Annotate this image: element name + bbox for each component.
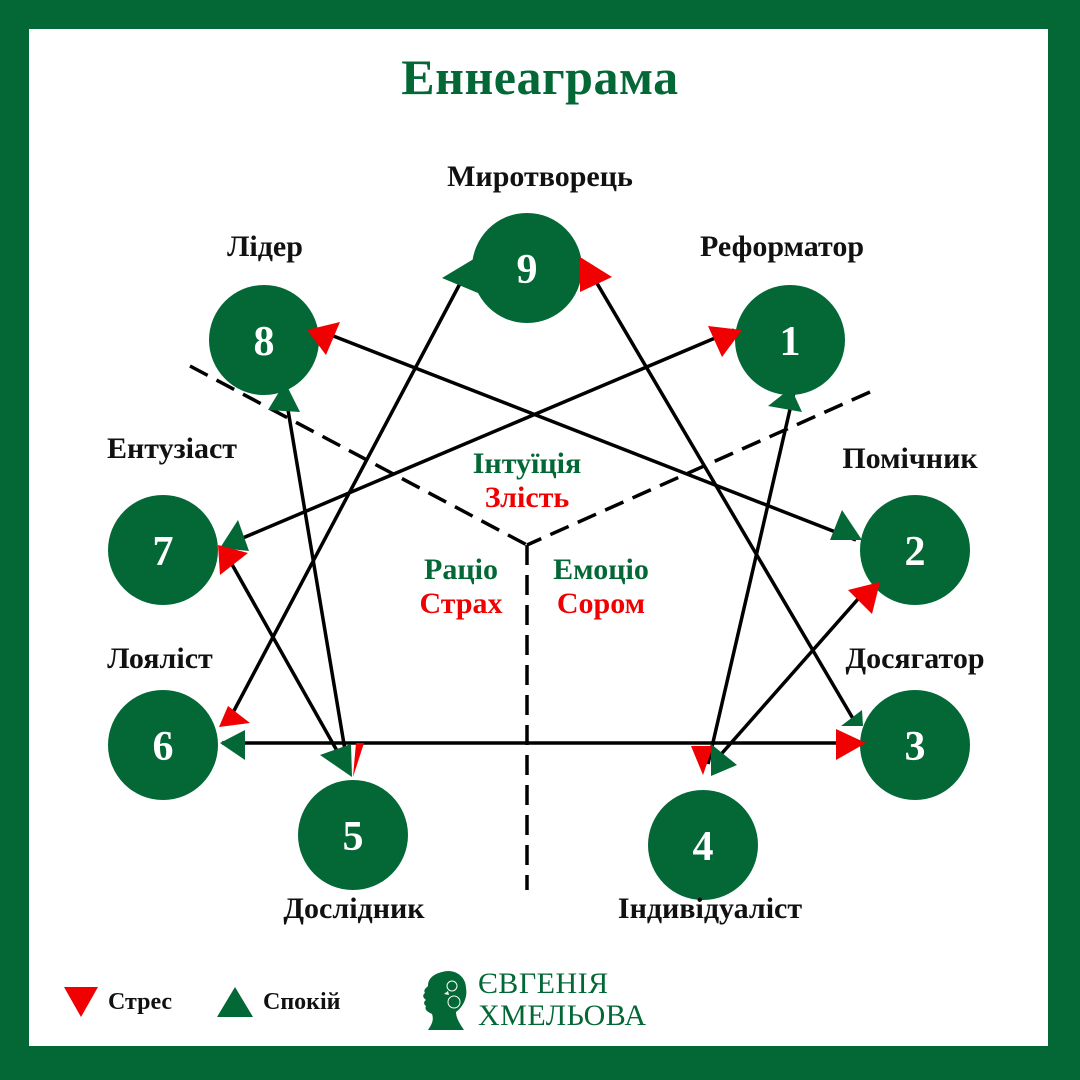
label-type-9: Миротворець: [447, 160, 633, 193]
logo-line-2: ХМЕЛЬОВА: [478, 999, 647, 1032]
circle-1: [735, 285, 845, 395]
circle-9: [472, 213, 582, 323]
stress-arrow-2-8: [307, 322, 340, 355]
divider-left: [189, 364, 528, 547]
stress-arrow-8-5: [353, 743, 364, 777]
type-numbers: 9 8 1 7 2 6 3 5 4: [153, 247, 926, 870]
center-right-emotion: Сором: [556, 587, 646, 620]
stress-arrow-4-2: [848, 582, 880, 614]
woman-profile-icon: [423, 970, 467, 1030]
calm-arrow-2-4: [711, 744, 737, 776]
calm-arrow-7-5: [320, 744, 352, 777]
line-7-1: [237, 328, 735, 542]
logo-line-1: ЄВГЕНІЯ: [478, 967, 609, 1000]
calm-arrow-4-1: [768, 388, 802, 412]
circle-3: [860, 690, 970, 800]
center-dividers: [189, 364, 871, 890]
center-top-name: Інтуїція: [472, 447, 582, 480]
logo-text: ЄВГЕНІЯ ХМЕЛЬОВА: [478, 968, 647, 1032]
number-2: 2: [905, 529, 926, 575]
calm-arrow-9-3: [841, 710, 863, 726]
center-left-name: Раціо: [424, 553, 498, 586]
legend-stress: Стрес: [62, 985, 172, 1019]
author-logo: ЄВГЕНІЯ ХМЕЛЬОВА: [420, 968, 647, 1032]
label-type-1: Реформатор: [699, 230, 865, 263]
center-left-emotion: Страх: [419, 587, 503, 620]
stress-arrow-6-3: [836, 729, 866, 760]
number-4: 4: [693, 824, 714, 870]
circle-4: [648, 790, 758, 900]
line-4-2: [714, 588, 868, 762]
stress-arrow-5-7: [218, 545, 248, 575]
stress-arrow-9-6: [219, 706, 250, 727]
calm-arrow-5-8: [268, 382, 300, 412]
number-7: 7: [153, 529, 174, 575]
line-8-5: [283, 391, 350, 769]
number-8: 8: [254, 319, 275, 365]
number-9: 9: [517, 247, 538, 293]
label-type-3: Досягатор: [845, 642, 985, 675]
center-top-emotion: Злість: [484, 481, 570, 514]
connection-lines: [222, 267, 868, 769]
legend-stress-label: Стрес: [108, 988, 173, 1015]
number-5: 5: [343, 814, 364, 860]
circle-5: [298, 780, 408, 890]
number-6: 6: [153, 724, 174, 770]
line-5-7: [223, 551, 347, 766]
circle-7: [108, 495, 218, 605]
line-1-4: [706, 391, 796, 765]
arrowheads: [218, 257, 880, 777]
page-title: Еннеаграма: [401, 49, 679, 105]
line-9-6: [226, 275, 466, 723]
calm-arrow-3-6: [220, 730, 245, 760]
circle-6: [108, 690, 218, 800]
legend-calm-label: Спокій: [263, 988, 341, 1015]
green-up-triangle-icon: [217, 987, 253, 1017]
line-2-8: [317, 328, 857, 542]
label-type-4: Індивідуаліст: [617, 892, 803, 925]
center-top: Інтуїція Злість: [473, 447, 582, 515]
divider-right: [526, 390, 871, 547]
number-1: 1: [780, 319, 801, 365]
line-3-9: [586, 267, 857, 723]
label-type-8: Лідер: [227, 230, 303, 263]
stress-arrow-3-9: [580, 257, 612, 292]
number-3: 3: [905, 724, 926, 770]
circle-2: [860, 495, 970, 605]
legend-calm: Спокій: [215, 985, 340, 1019]
label-type-5: Дослідник: [283, 892, 425, 925]
center-left: Раціо Страх: [419, 553, 502, 621]
center-right: Емоціо Сором: [553, 553, 649, 621]
circle-8: [209, 285, 319, 395]
stress-arrow-7-1: [708, 326, 742, 357]
calm-arrow-6-9: [442, 257, 478, 293]
calm-arrow-1-7: [220, 520, 249, 551]
red-down-triangle-icon: [64, 987, 98, 1017]
calm-arrow-8-2: [830, 510, 862, 540]
label-type-7: Ентузіаст: [106, 432, 238, 465]
stress-arrow-1-4: [691, 746, 713, 775]
label-type-2: Помічник: [842, 442, 978, 475]
type-circles: [108, 213, 970, 900]
label-type-6: Лояліст: [107, 642, 213, 675]
center-right-name: Емоціо: [553, 553, 649, 586]
